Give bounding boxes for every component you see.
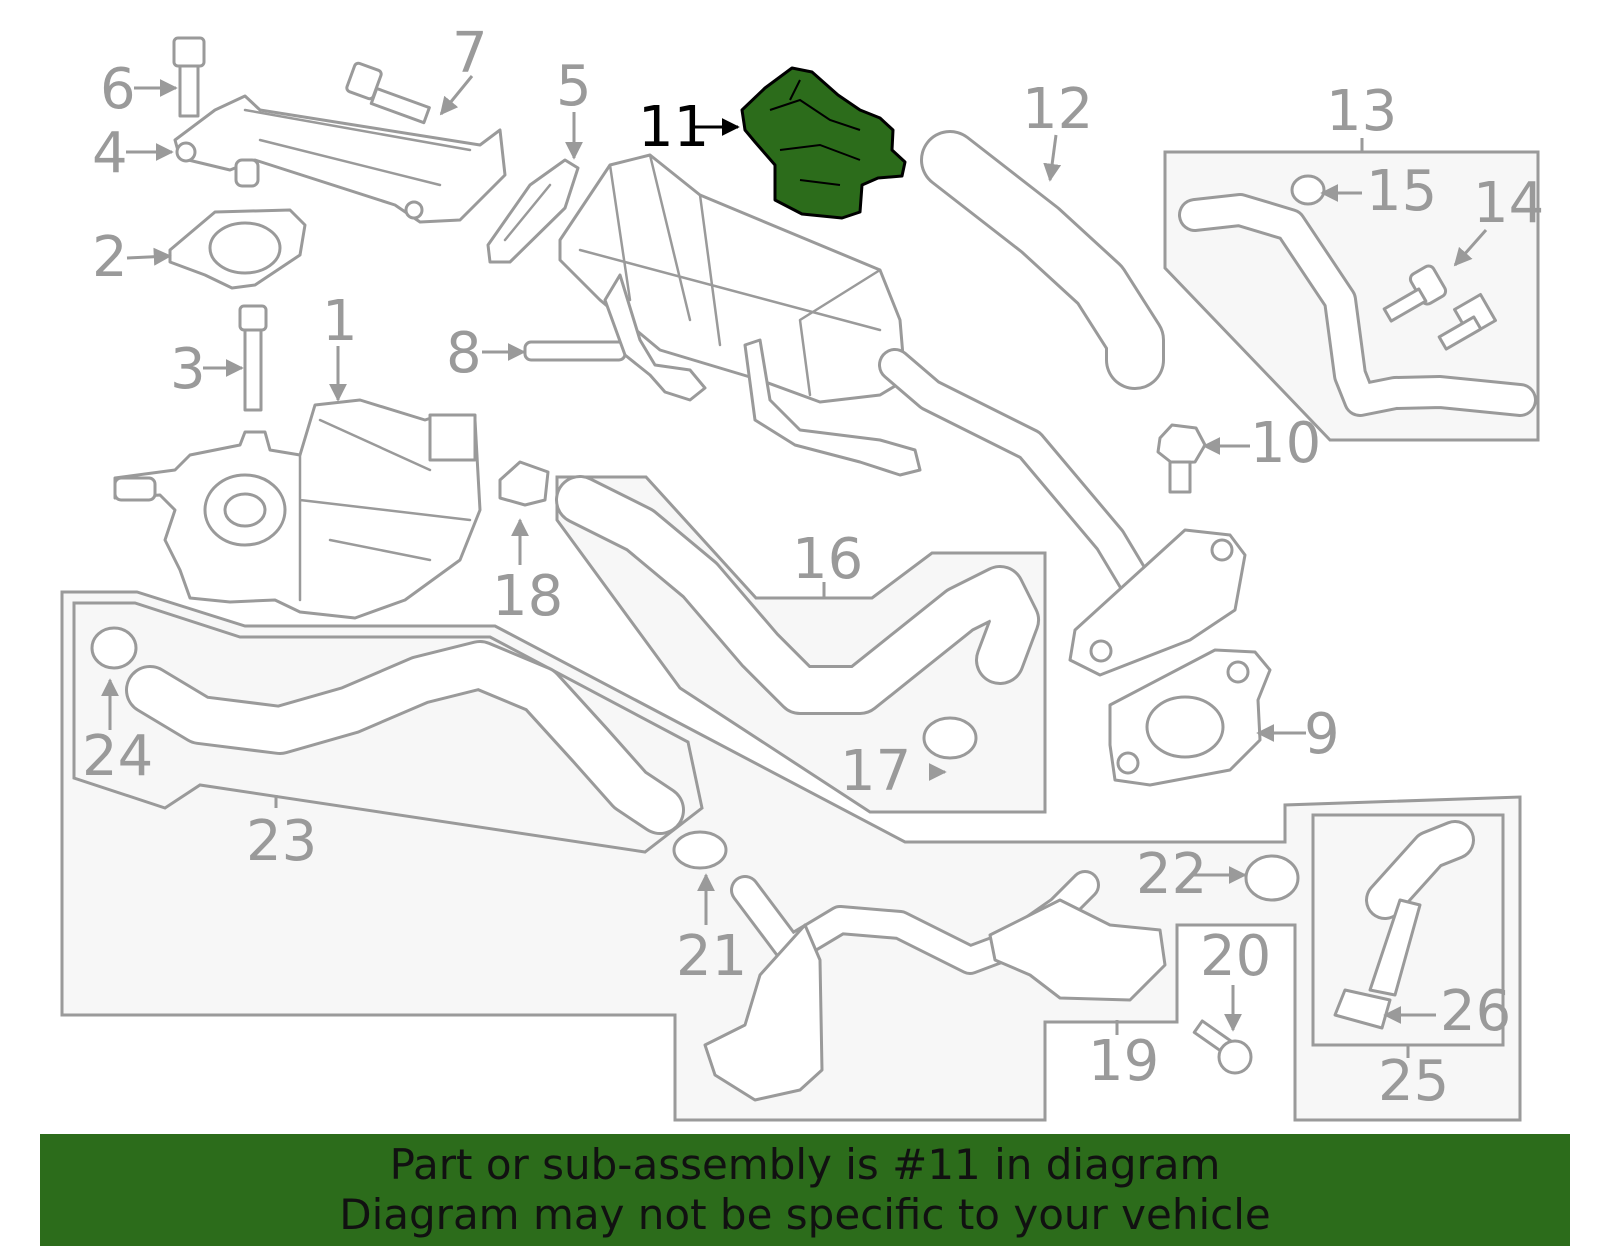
part-13-hose xyxy=(1178,193,1537,417)
part-16-hose xyxy=(555,475,1040,715)
part-21-clamp xyxy=(672,830,728,870)
callout-16: 16 xyxy=(792,527,863,592)
part-10-bolt xyxy=(1156,423,1207,494)
callout-13: 13 xyxy=(1326,79,1397,144)
callout-19: 19 xyxy=(1088,1029,1159,1094)
part-3-bolt xyxy=(238,304,268,412)
part-8-pipe xyxy=(523,340,627,362)
callout-4: 4 xyxy=(92,121,128,186)
callout-24: 24 xyxy=(82,724,153,789)
callout-12: 12 xyxy=(1022,77,1093,142)
part-17-clamp xyxy=(922,716,978,760)
callout-23: 23 xyxy=(246,809,317,874)
part-1-egr-valve xyxy=(113,398,482,620)
part-2-gasket xyxy=(168,208,307,290)
part-4-egr-pipe xyxy=(173,94,507,224)
group-box-23-inner xyxy=(72,601,704,854)
callout-3: 3 xyxy=(170,337,206,402)
callout-7: 7 xyxy=(452,21,488,86)
part-6-bolt xyxy=(172,36,206,118)
callout-21: 21 xyxy=(676,924,747,989)
part-15-clamp xyxy=(1290,174,1326,206)
leader-lines xyxy=(101,75,1488,1058)
part-9-gasket xyxy=(1108,648,1272,787)
egr-cooler xyxy=(558,153,1247,677)
callout-6: 6 xyxy=(100,57,136,122)
info-banner: Part or sub-assembly is #11 in diagram D… xyxy=(40,1134,1570,1246)
part-23-hose xyxy=(125,640,685,835)
part-5-gasket xyxy=(486,158,580,264)
callout-17: 17 xyxy=(840,739,911,804)
callout-10: 10 xyxy=(1250,411,1321,476)
callout-25: 25 xyxy=(1378,1049,1449,1114)
part-22-clip xyxy=(1244,854,1300,902)
part-19-pipe xyxy=(703,870,1167,1102)
banner-line-1: Part or sub-assembly is #11 in diagram xyxy=(389,1140,1221,1189)
part-14-connector xyxy=(1382,264,1497,351)
callout-5: 5 xyxy=(556,54,592,119)
part-12-hose xyxy=(920,130,1165,390)
part-24-clamp xyxy=(90,626,138,670)
callout-20: 20 xyxy=(1200,924,1271,989)
part-7-bolt xyxy=(345,61,431,125)
part-20-bolt xyxy=(1192,1019,1253,1075)
callout-14: 14 xyxy=(1473,171,1544,236)
callout-1: 1 xyxy=(322,289,358,354)
callout-18: 18 xyxy=(492,564,563,629)
callout-9: 9 xyxy=(1304,702,1340,767)
callout-11: 11 xyxy=(638,95,709,160)
banner-line-2: Diagram may not be specific to your vehi… xyxy=(339,1190,1271,1239)
callout-2: 2 xyxy=(92,225,128,290)
callout-26: 26 xyxy=(1440,979,1511,1044)
callout-15: 15 xyxy=(1366,159,1437,224)
part-11-heat-shield xyxy=(740,66,907,220)
part-25-pipe xyxy=(1333,820,1475,1030)
callout-8: 8 xyxy=(446,321,482,386)
callout-22: 22 xyxy=(1136,842,1207,907)
part-18-clip xyxy=(498,460,550,507)
